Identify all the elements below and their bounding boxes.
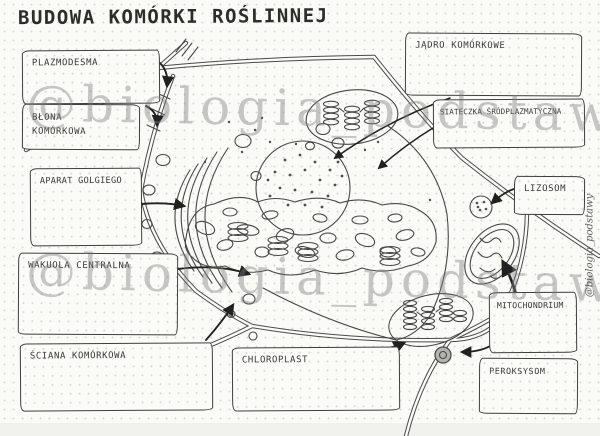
label-chloroplast: CHLOROPLAST [241, 355, 309, 366]
arrow-lizosom [490, 188, 515, 205]
arrow-siateczka [377, 127, 434, 170]
label-box-blona-komorkowa: BŁONA KOMÓRKOWA [21, 103, 141, 151]
chromatin-dots [266, 153, 344, 209]
label-lizosom: LIZOSOM [524, 183, 567, 195]
label-box-aparat-golgiego: APARAT GOLGIEGO [29, 167, 143, 247]
arrow-sciana [205, 302, 235, 341]
label-peroksysom: PEROKSYSOM [489, 365, 546, 377]
label-mitochondrium: MITOCHONDRIUM [496, 299, 564, 311]
endoplasmic-reticulum-drawing [184, 196, 437, 276]
label-plazmodesma: PLAZMODESMA [31, 57, 99, 69]
arrow-golgi [141, 197, 187, 211]
label-box-jadro-komorkowe: JĄDRO KOMÓRKOWE [404, 32, 583, 97]
chloroplast-bottom-drawing [388, 293, 474, 347]
label-box-peroksysom: PEROKSYSOM [478, 357, 579, 415]
vesicles-drawing [248, 122, 345, 341]
label-box-mitochondrium: MITOCHONDRIUM [488, 291, 578, 354]
label-box-chloroplast: CHLOROPLAST [231, 346, 401, 412]
peroxisome-drawing [434, 346, 452, 364]
page-edge [0, 423, 600, 436]
label-sciana-komorkowa: ŚCIANA KOMÓRKOWA [29, 350, 127, 362]
arrow-mitochondrium [501, 259, 518, 296]
golgi-apparatus-drawing [141, 133, 262, 319]
label-box-siateczka: SIATECZKA ŚRÓDPLAZMATYCZNA [432, 98, 586, 149]
label-blona-komorkowa: BŁONA KOMÓRKOWA [31, 112, 87, 137]
label-box-plazmodesma: PLAZMODESMA [21, 49, 161, 105]
vacuole-drawing [262, 125, 449, 341]
mitochondrion-drawing [464, 223, 520, 285]
nucleus-drawing [255, 140, 351, 236]
label-aparat-golgiego: APARAT GOLGIEGO [39, 175, 122, 187]
label-box-lizosom: LIZOSOM [513, 175, 586, 216]
arrow-plazmodesma-lower [145, 105, 164, 128]
arrow-wakuola [177, 265, 252, 277]
label-jadro-komorkowe: JĄDRO KOMÓRKOWE [415, 40, 506, 52]
ribosome-dots [203, 116, 432, 202]
lysosome-drawing [469, 195, 493, 219]
er-cisternae-stacks [227, 221, 401, 267]
page-title: BUDOWA KOMÓRKI ROŚLINNEJ [17, 4, 329, 30]
label-box-wakuola-centralna: WAKUOLA CENTRALNA [17, 252, 179, 336]
label-box-sciana-komorkowa: ŚCIANA KOMÓRKOWA [19, 342, 214, 412]
label-siateczka: SIATECZKA ŚRÓDPLAZMATYCZNA [439, 106, 562, 117]
label-wakuola-centralna: WAKUOLA CENTRALNA [28, 260, 131, 272]
chloroplast-top-drawing [305, 89, 399, 145]
